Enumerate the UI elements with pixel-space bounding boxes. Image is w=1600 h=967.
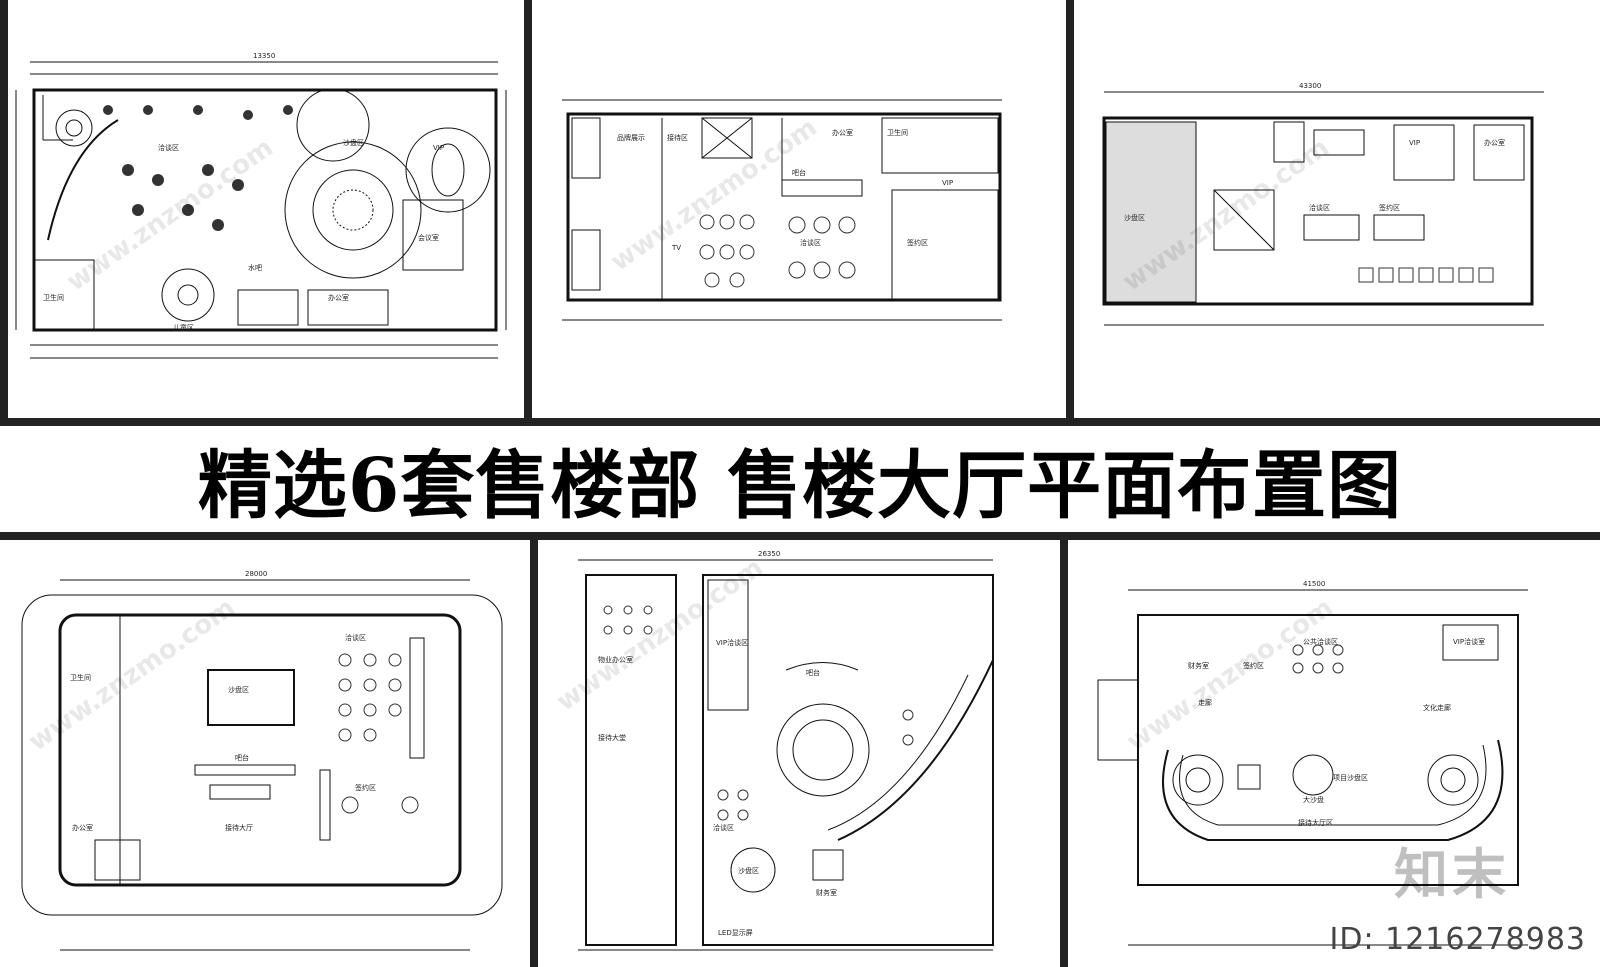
floor-plan-4: 沙盘区 洽谈区 吧台 卫生间 办公室 接待大厅 签约区 28000 www.zn… <box>0 540 530 967</box>
plan-6-label-0: 财务室 <box>1188 661 1209 670</box>
plan-4-label-0: 沙盘区 <box>228 685 249 694</box>
floor-plan-2-drawing: 品牌展示 接待区 洽谈区 吧台 VIP 签约区 卫生间 办公室 TV <box>562 99 1002 321</box>
plan-6-label-1: 签约区 <box>1243 661 1264 670</box>
plan-4-label-6: 签约区 <box>355 783 376 792</box>
title-band: 精选6套售楼部 售楼大厅平面布置图 <box>0 426 1600 532</box>
plan-6-label-4: 走廊 <box>1198 698 1212 707</box>
plan-3-label-1: 洽谈区 <box>1309 203 1330 212</box>
plan-2-label-8: TV <box>671 244 681 252</box>
plan-6-label-5: 文化走廊 <box>1423 703 1451 712</box>
floor-plan-1-drawing: 沙盘区 洽谈区 VIP 水吧 卫生间 办公室 会议室 儿童区 13350 <box>15 52 507 359</box>
plan-2-label-2: 洽谈区 <box>800 238 821 247</box>
plan-4-label-4: 办公室 <box>72 823 93 832</box>
plan-2-label-7: 办公室 <box>832 128 853 137</box>
page-title: 精选6套售楼部 售楼大厅平面布置图 <box>197 442 1403 529</box>
plan-2-label-0: 品牌展示 <box>617 133 645 142</box>
plan-5-dim-top: 26350 <box>758 550 780 558</box>
plan-1-label-2: VIP <box>433 144 444 152</box>
plan-5-label-7: LED显示屏 <box>718 929 753 937</box>
plan-6-label-8: 大沙盘 <box>1303 795 1324 804</box>
floor-plan-4-drawing: 沙盘区 洽谈区 吧台 卫生间 办公室 接待大厅 签约区 28000 <box>21 570 503 951</box>
plan-4-dim-top: 28000 <box>245 570 267 578</box>
plan-5-label-4: 洽谈区 <box>713 823 734 832</box>
floor-plan-2: 品牌展示 接待区 洽谈区 吧台 VIP 签约区 卫生间 办公室 TV www.z… <box>532 0 1066 418</box>
floor-plan-6: 财务室 签约区 公共洽谈区 VIP洽谈室 走廊 文化走廊 项目沙盘区 接待大厅区… <box>1068 540 1600 967</box>
plan-5-label-6: 财务室 <box>816 888 837 897</box>
plan-1-label-0: 沙盘区 <box>343 138 364 147</box>
floor-plan-5-drawing: VIP洽谈区 物业办公室 接待大堂 吧台 洽谈区 沙盘区 财务室 LED显示屏 … <box>578 550 994 951</box>
plan-1-label-7: 儿童区 <box>173 323 194 332</box>
plan-1-dim-top: 13350 <box>253 52 275 60</box>
plan-5-label-1: 物业办公室 <box>598 655 633 664</box>
plan-6-label-3: VIP洽谈室 <box>1453 637 1485 646</box>
plan-6-label-2: 公共洽谈区 <box>1303 637 1338 646</box>
plan-3-label-3: VIP <box>1409 139 1420 147</box>
plan-3-label-2: 签约区 <box>1379 203 1400 212</box>
floor-plan-6-drawing: 财务室 签约区 公共洽谈区 VIP洽谈室 走廊 文化走廊 项目沙盘区 接待大厅区… <box>1097 580 1528 946</box>
plan-1-label-6: 会议室 <box>418 233 439 242</box>
floor-plan-3-drawing: 沙盘区 洽谈区 签约区 VIP 办公室 43300 <box>1102 82 1544 326</box>
plan-6-label-6: 项目沙盘区 <box>1333 773 1368 782</box>
plan-3-dim-top: 43300 <box>1299 82 1321 90</box>
plan-4-label-3: 卫生间 <box>70 673 91 682</box>
plan-5-label-3: 吧台 <box>806 668 820 677</box>
plan-5-label-0: VIP洽谈区 <box>716 638 748 647</box>
floor-plan-1: 沙盘区 洽谈区 VIP 水吧 卫生间 办公室 会议室 儿童区 13350 www… <box>8 0 524 418</box>
plan-2-label-5: 签约区 <box>907 238 928 247</box>
plan-4-label-1: 洽谈区 <box>345 633 366 642</box>
plan-3-label-0: 沙盘区 <box>1124 213 1145 222</box>
plan-5-label-5: 沙盘区 <box>738 866 759 875</box>
image-id-label: ID: 1216278983 <box>1329 922 1586 957</box>
plan-1-label-4: 卫生间 <box>43 293 64 302</box>
plan-6-dim-top: 41500 <box>1303 580 1325 588</box>
plan-2-label-6: 卫生间 <box>887 128 908 137</box>
plan-5-label-2: 接待大堂 <box>598 733 626 742</box>
floor-plan-3: 沙盘区 洽谈区 签约区 VIP 办公室 43300 www.znzmo.com <box>1074 0 1600 418</box>
floor-plan-5: VIP洽谈区 物业办公室 接待大堂 吧台 洽谈区 沙盘区 财务室 LED显示屏 … <box>538 540 1060 967</box>
plan-4-label-2: 吧台 <box>235 753 249 762</box>
plan-4-label-5: 接待大厅 <box>225 823 253 832</box>
plan-1-label-3: 水吧 <box>248 263 262 272</box>
plan-2-label-1: 接待区 <box>667 133 688 142</box>
plan-2-label-3: 吧台 <box>792 168 806 177</box>
brand-logo: 知末 <box>1394 842 1510 906</box>
plan-6-label-7: 接待大厅区 <box>1298 818 1333 827</box>
plan-1-label-5: 办公室 <box>328 293 349 302</box>
plan-1-label-1: 洽谈区 <box>158 143 179 152</box>
plan-2-label-4: VIP <box>942 179 953 187</box>
plan-3-label-4: 办公室 <box>1484 138 1505 147</box>
